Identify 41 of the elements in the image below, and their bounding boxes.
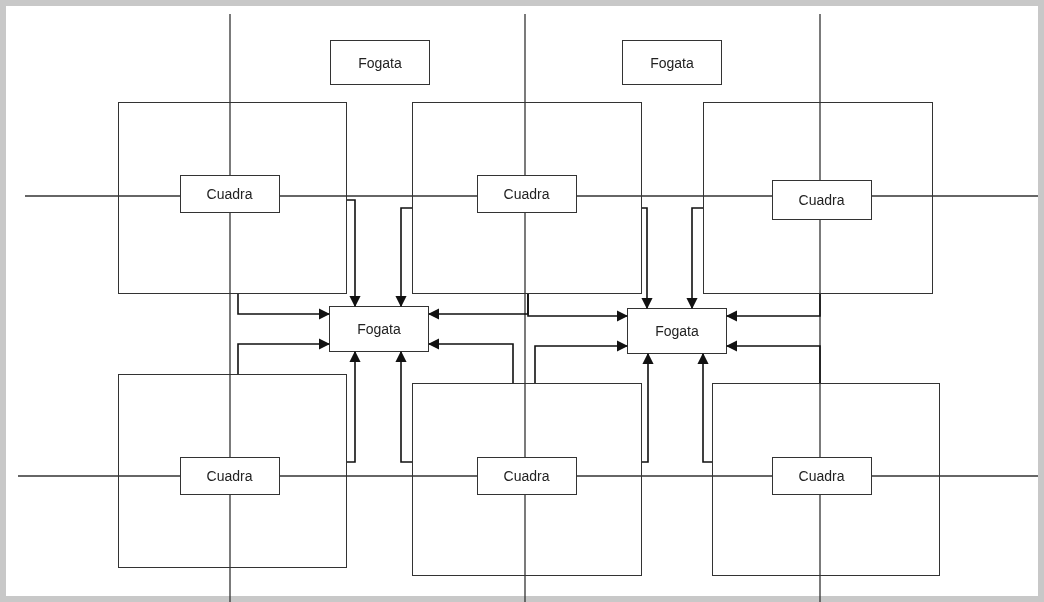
- city-block: [118, 374, 347, 568]
- label-box: [627, 308, 727, 354]
- label-box: [622, 40, 722, 85]
- label-text: Fogata: [650, 54, 694, 71]
- label-text: Cuadra: [798, 467, 845, 484]
- label-box: [771, 179, 872, 220]
- label-text: Fogata: [358, 54, 402, 71]
- label-box: [179, 174, 280, 213]
- arrow: [686, 207, 704, 310]
- arrow: [346, 199, 361, 308]
- label-text: Cuadra: [503, 185, 550, 202]
- city-block: [712, 383, 940, 576]
- arrow: [427, 338, 514, 384]
- label-box: [330, 40, 430, 85]
- label-box: [476, 456, 577, 495]
- label-text: Cuadra: [798, 191, 845, 208]
- arrow: [395, 350, 413, 463]
- arrow: [725, 293, 821, 322]
- arrow: [725, 340, 821, 384]
- arrow: [346, 350, 361, 463]
- arrow: [237, 293, 331, 320]
- label-text: Fogata: [357, 321, 401, 337]
- city-block: [412, 102, 642, 294]
- label-box: [179, 456, 280, 495]
- city-block: [703, 102, 933, 294]
- label-text: Cuadra: [503, 467, 550, 484]
- arrow: [534, 340, 629, 384]
- label-text: Cuadra: [206, 185, 253, 202]
- arrow: [527, 293, 629, 322]
- label-box: [329, 306, 429, 352]
- arrow: [641, 207, 653, 310]
- city-block: [412, 383, 642, 576]
- arrow: [395, 207, 413, 308]
- label-text: Cuadra: [206, 467, 253, 484]
- arrow: [641, 352, 654, 463]
- label-box: [771, 456, 872, 495]
- arrow: [237, 338, 331, 375]
- label-box: [476, 174, 577, 213]
- label-text: Fogata: [655, 323, 699, 339]
- arrow: [697, 352, 713, 463]
- city-block: [118, 102, 347, 294]
